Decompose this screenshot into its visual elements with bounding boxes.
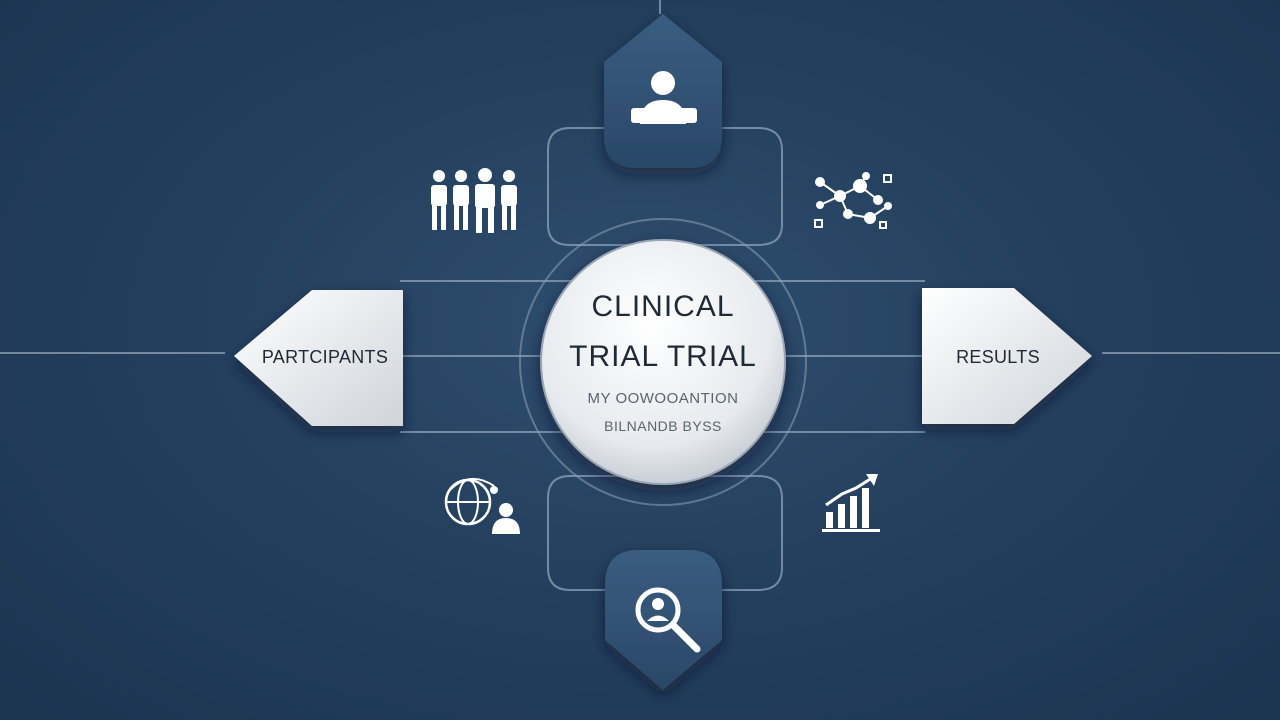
globe-person-icon <box>444 478 520 534</box>
right-arrow-node[interactable] <box>922 288 1092 424</box>
bar-chart-growth-icon <box>822 474 880 532</box>
person-laptop-icon <box>631 71 697 124</box>
left-arrow-node[interactable] <box>234 290 403 426</box>
search-person-icon <box>635 587 701 653</box>
molecule-network-icon <box>814 172 892 229</box>
participants-label: PARTCIPANTS <box>261 347 389 367</box>
outer-ring <box>519 218 807 506</box>
center-circle <box>540 239 786 485</box>
results-label: RESULTS <box>956 347 1040 367</box>
people-group-icon <box>431 168 517 233</box>
